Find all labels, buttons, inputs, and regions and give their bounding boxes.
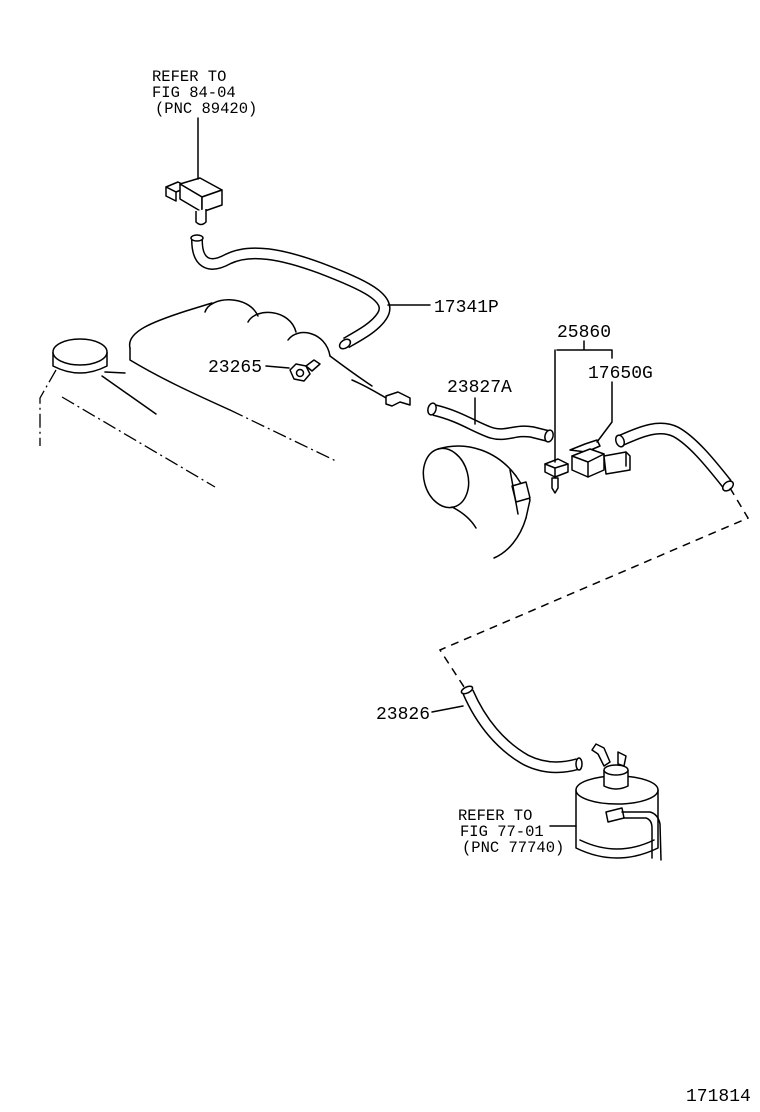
leader-23826 bbox=[431, 705, 464, 713]
sensor-body-right bbox=[201, 189, 223, 213]
reference-bottom-line-1: REFER TO bbox=[458, 807, 532, 825]
hose-end bbox=[190, 234, 204, 242]
hose-end bbox=[575, 757, 583, 771]
hose-lower bbox=[460, 685, 583, 774]
cam-cover-lobe bbox=[204, 299, 259, 317]
leader-23265 bbox=[265, 365, 290, 369]
hose-routing-dashed-line bbox=[438, 487, 750, 691]
part-number-label: 17341P bbox=[434, 298, 499, 318]
hose-middle bbox=[427, 402, 554, 443]
pipe-fitting bbox=[351, 379, 411, 407]
engine-outline bbox=[61, 299, 373, 488]
hose-upper bbox=[190, 234, 391, 350]
reservoir-cap bbox=[52, 338, 108, 366]
reservoir bbox=[39, 338, 157, 446]
hose-end bbox=[460, 685, 474, 695]
hose-right bbox=[614, 422, 735, 492]
hose-end bbox=[544, 429, 554, 443]
part-number-label: 23265 bbox=[208, 358, 262, 378]
part-number-label: 25860 bbox=[557, 323, 611, 343]
figure-id: 171814 bbox=[686, 1087, 751, 1107]
hose-end bbox=[427, 402, 437, 416]
reference-bottom-line-3: (PNC 77740) bbox=[462, 839, 564, 857]
cam-cover-lobe bbox=[247, 311, 297, 333]
hose-end bbox=[338, 338, 352, 350]
bracket-clip bbox=[544, 458, 569, 494]
hose-end bbox=[614, 434, 626, 448]
cam-cover-lobe bbox=[287, 331, 331, 357]
bracket-25860 bbox=[554, 340, 613, 463]
intake-elbow bbox=[422, 445, 531, 559]
part-number-label: 17650G bbox=[588, 364, 653, 384]
valve-connector bbox=[603, 451, 631, 475]
sensor-nipple bbox=[195, 209, 207, 226]
sensor-connector-face bbox=[165, 186, 177, 202]
part-number-label: 23827A bbox=[447, 378, 512, 398]
reference-top-line-2: FIG 84-04 bbox=[152, 84, 236, 102]
reference-top-line-1: REFER TO bbox=[152, 68, 226, 86]
vacuum-sensor bbox=[165, 177, 223, 226]
reference-top-line-3: (PNC 89420) bbox=[155, 100, 257, 118]
leader-lines bbox=[197, 117, 613, 827]
canister bbox=[575, 743, 662, 861]
leader-17650G bbox=[596, 381, 613, 443]
part-number-label: 23826 bbox=[376, 705, 430, 725]
switching-valve bbox=[569, 439, 631, 478]
reference-bottom-line-2: FIG 77-01 bbox=[460, 823, 544, 841]
valve-fitting bbox=[289, 359, 321, 382]
